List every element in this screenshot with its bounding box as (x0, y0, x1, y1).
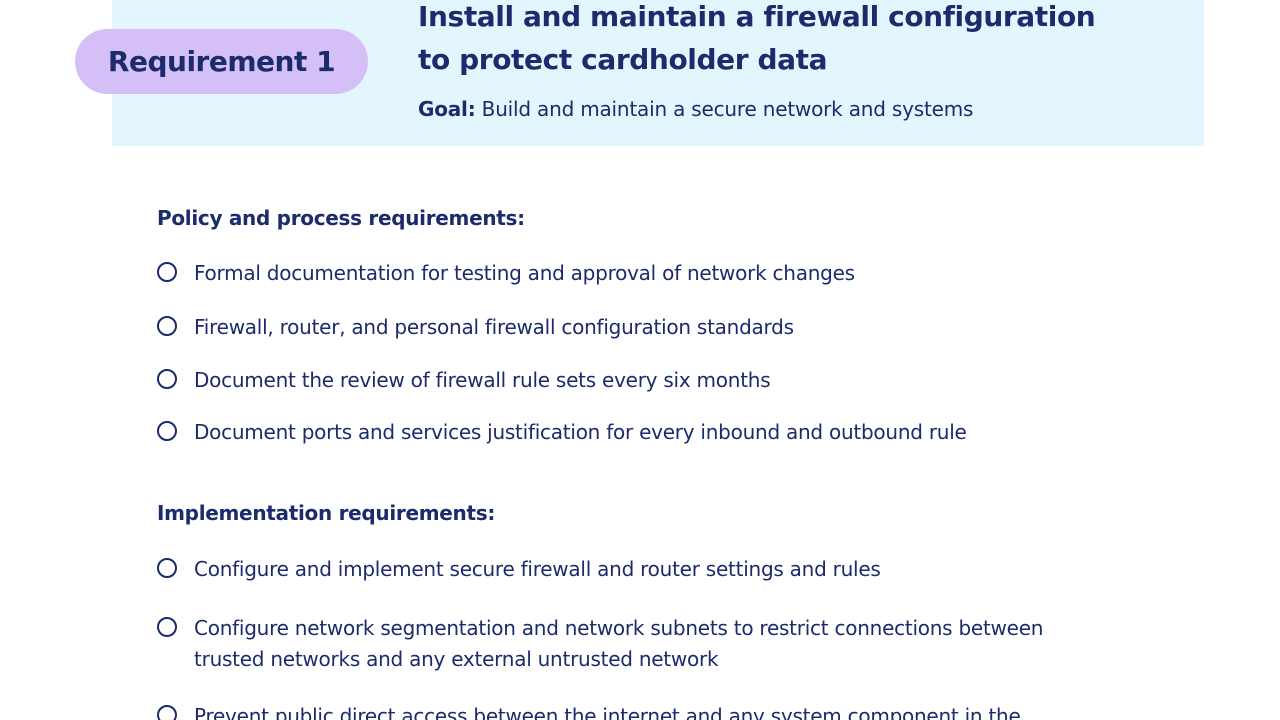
checklist-item-label: Prevent public direct access between the… (194, 704, 1021, 720)
checklist-item-label: Document ports and services justificatio… (194, 420, 967, 444)
checklist-item-label: Document the review of firewall rule set… (194, 368, 771, 392)
radio-circle-icon[interactable] (157, 316, 177, 336)
checklist-item-label: Configure and implement secure firewall … (194, 557, 881, 581)
policy-section-heading: Policy and process requirements: (157, 206, 525, 230)
requirement-badge: Requirement 1 (75, 29, 368, 94)
checklist-item-label: Formal documentation for testing and app… (194, 261, 855, 285)
goal-label: Goal: (418, 97, 476, 121)
radio-circle-icon[interactable] (157, 262, 177, 282)
implementation-section-heading: Implementation requirements: (157, 501, 496, 525)
radio-circle-icon[interactable] (157, 705, 177, 720)
title-line-1: Install and maintain a firewall configur… (418, 0, 1096, 33)
goal-line: Goal: Build and maintain a secure networ… (418, 95, 973, 123)
goal-text: Build and maintain a secure network and … (475, 97, 974, 121)
radio-circle-icon[interactable] (157, 558, 177, 578)
requirement-title: Install and maintain a firewall configur… (418, 0, 1178, 81)
radio-circle-icon[interactable] (157, 421, 177, 441)
checklist-item-label: Configure network segmentation and netwo… (194, 616, 1044, 671)
radio-circle-icon[interactable] (157, 369, 177, 389)
radio-circle-icon[interactable] (157, 617, 177, 637)
requirement-label: Requirement 1 (107, 45, 336, 78)
checklist-item-label: Firewall, router, and personal firewall … (194, 315, 794, 339)
title-line-2: to protect cardholder data (418, 43, 828, 76)
